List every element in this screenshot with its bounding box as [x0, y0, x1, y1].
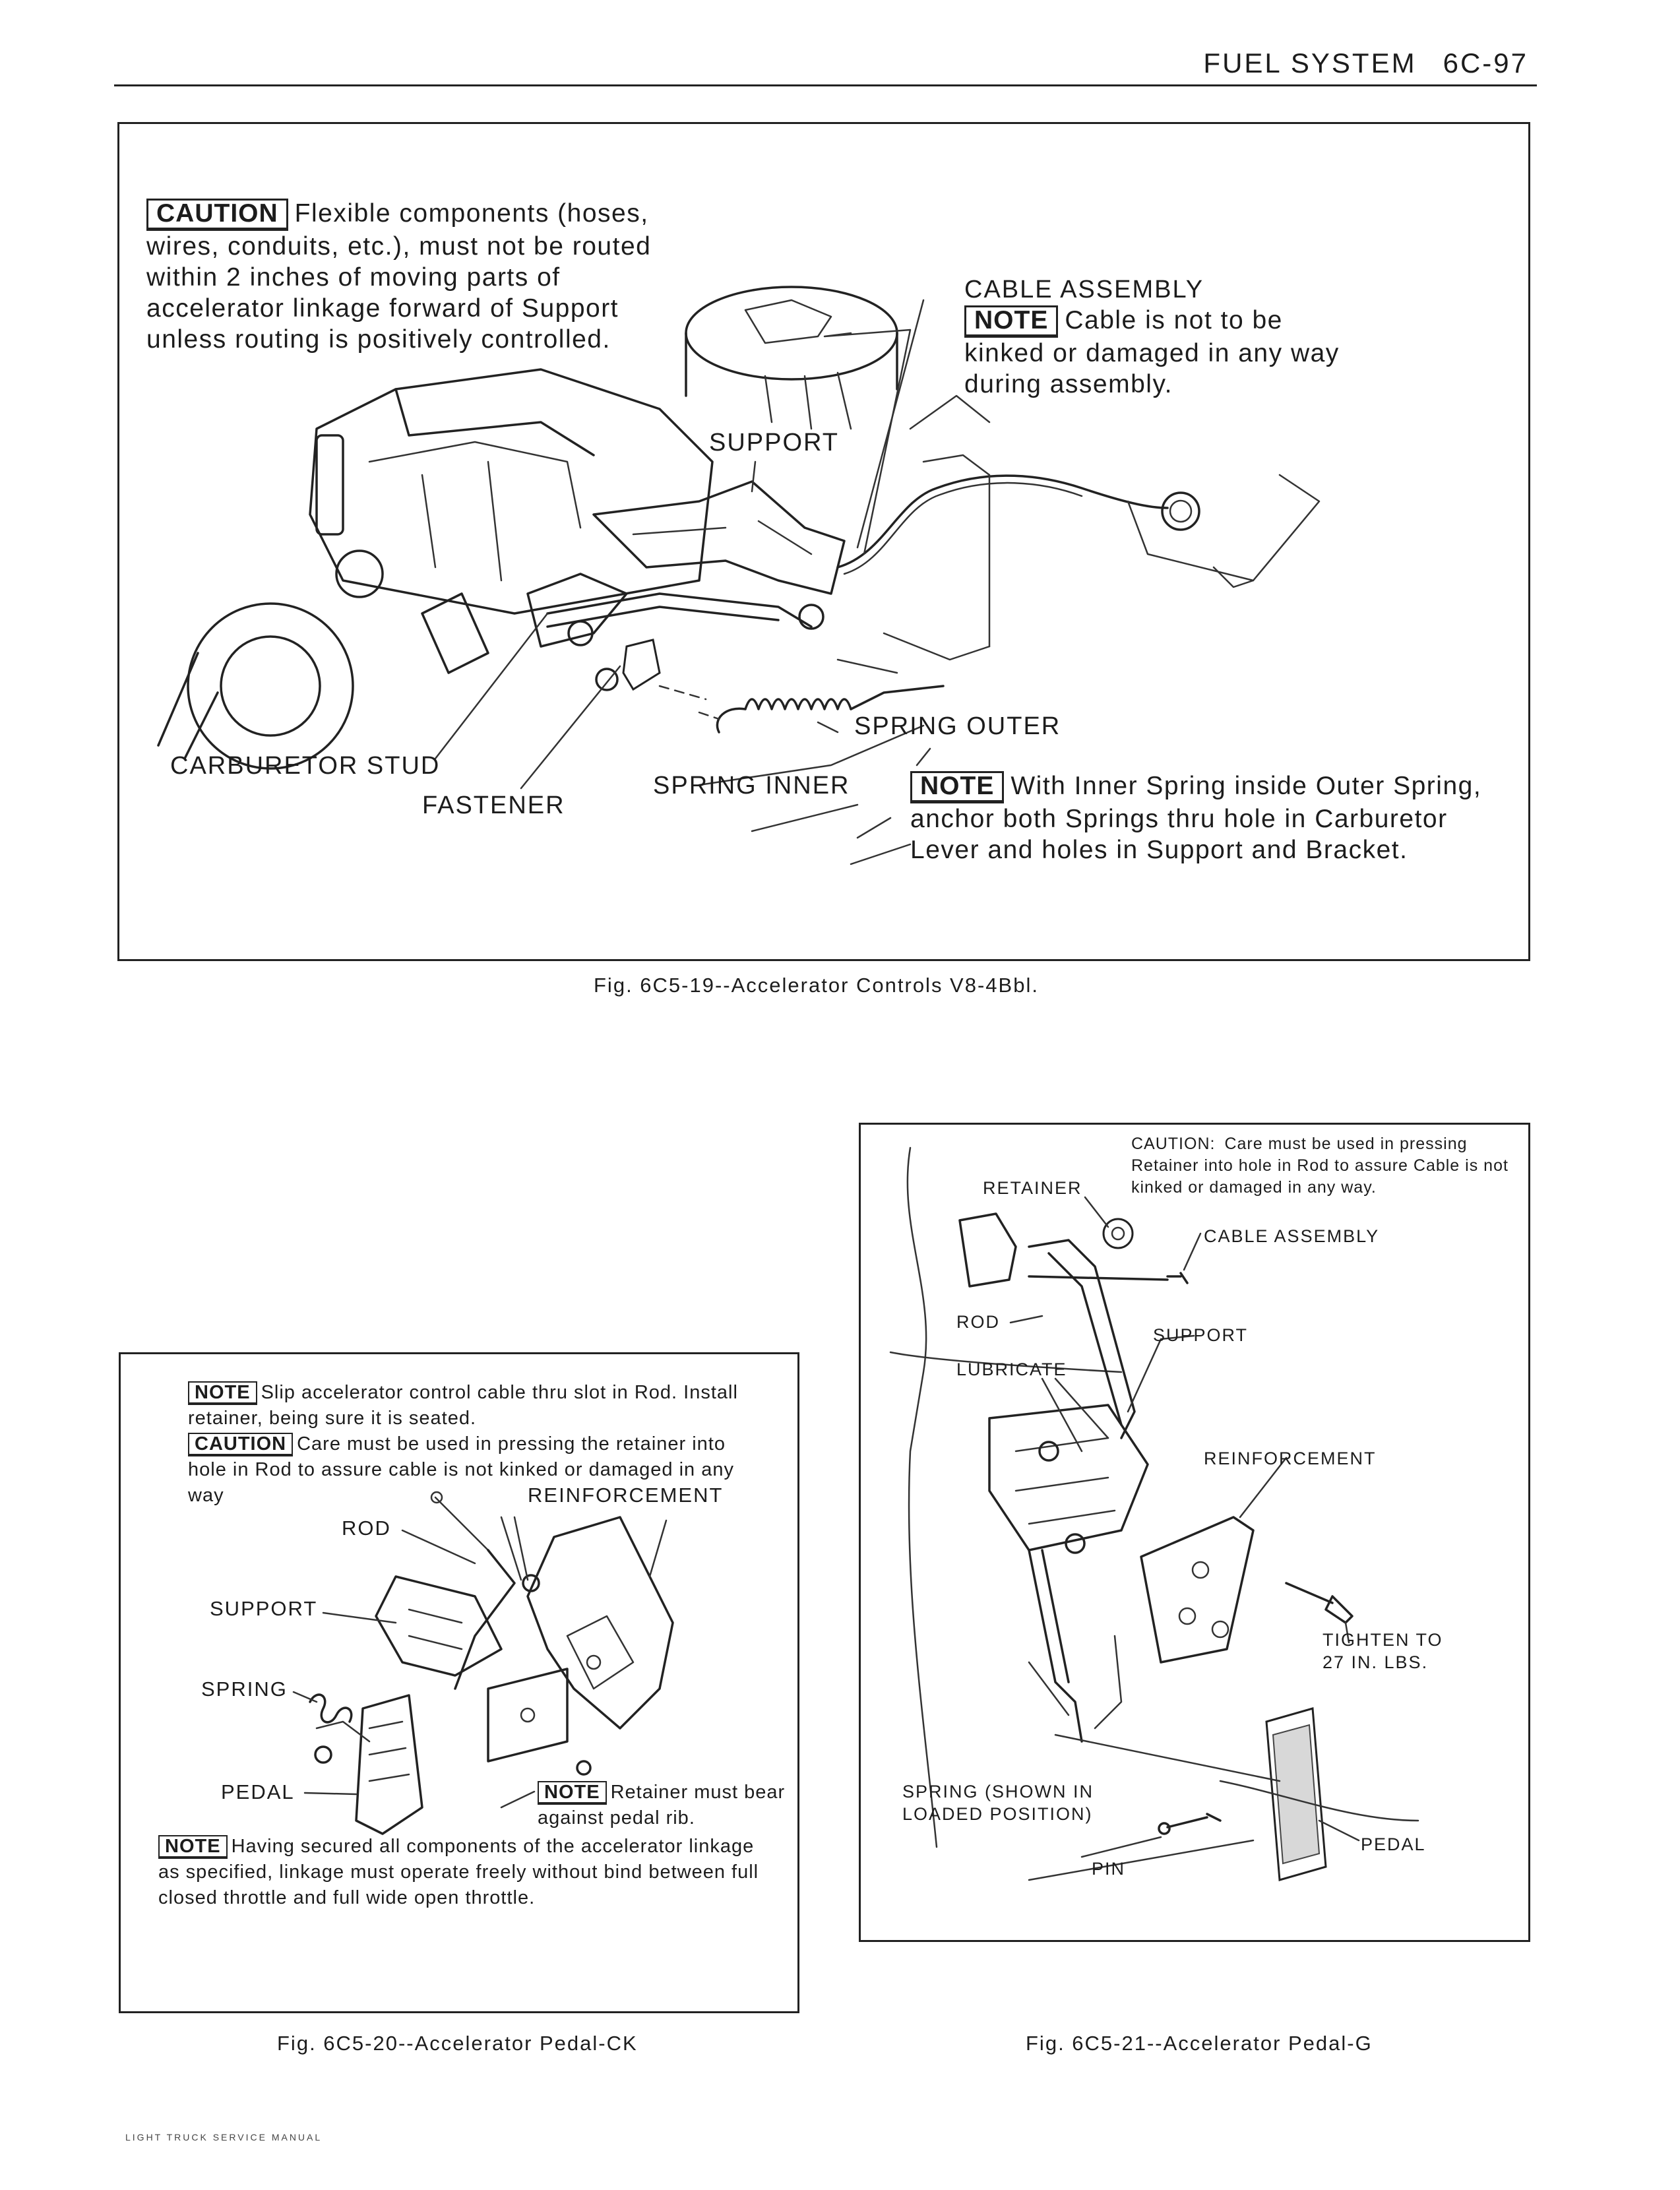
page-footer: LIGHT TRUCK SERVICE MANUAL — [125, 2132, 323, 2143]
note-badge: NOTE — [910, 771, 1005, 803]
label-retainer: RETAINER — [983, 1178, 1082, 1198]
note-badge: NOTE — [964, 305, 1059, 338]
note1-text: Slip accelerator control cable thru slot… — [188, 1382, 738, 1429]
tighten-line2: 27 IN. LBS. — [1322, 1652, 1429, 1672]
fig20-frame — [119, 1352, 799, 2013]
spring-note-text: With Inner Spring inside Outer Spring, a… — [910, 772, 1482, 864]
label-spring: SPRING (SHOWN IN LOADED POSITION) — [902, 1781, 1094, 1826]
fig21-caption: Fig. 6C5-21--Accelerator Pedal-G — [1026, 2032, 1373, 2055]
note-badge: NOTE — [158, 1835, 228, 1860]
note-badge: NOTE — [538, 1781, 607, 1805]
header-rule — [114, 84, 1537, 86]
label-tighten: TIGHTEN TO 27 IN. LBS. — [1322, 1629, 1443, 1674]
label-rod: ROD — [956, 1312, 1000, 1332]
label-support: SUPPORT — [210, 1597, 318, 1620]
fig19-caption: Fig. 6C5-19--Accelerator Controls V8-4Bb… — [594, 974, 1039, 997]
tighten-line1: TIGHTEN TO — [1322, 1630, 1443, 1650]
page-header: FUEL SYSTEM 6C-97 — [1203, 47, 1528, 79]
label-lubricate: LUBRICATE — [956, 1360, 1067, 1379]
label-reinforcement: REINFORCEMENT — [528, 1484, 724, 1507]
caution-label: CAUTION: — [1131, 1135, 1216, 1153]
label-rod: ROD — [342, 1517, 391, 1540]
label-pedal: PEDAL — [221, 1780, 295, 1803]
caution-text: Care must be used in pressing the retain… — [188, 1433, 734, 1506]
note-badge: NOTE — [188, 1381, 257, 1406]
spring-line1: SPRING (SHOWN IN — [902, 1782, 1094, 1801]
label-fastener: FASTENER — [422, 792, 565, 819]
fig21-caution: CAUTION:Care must be used in pressing Re… — [1131, 1133, 1520, 1199]
fig21-frame — [859, 1123, 1530, 1942]
label-spring-inner: SPRING INNER — [653, 772, 850, 799]
fig20-caption: Fig. 6C5-20--Accelerator Pedal-CK — [277, 2032, 638, 2055]
note3-text: Having secured all components of the acc… — [158, 1836, 759, 1908]
caution-text: Care must be used in pressing Retainer i… — [1131, 1135, 1509, 1197]
label-pin: PIN — [1092, 1859, 1126, 1879]
label-reinforcement: REINFORCEMENT — [1204, 1449, 1377, 1468]
label-pedal: PEDAL — [1361, 1834, 1426, 1854]
spring-line2: LOADED POSITION) — [902, 1803, 1093, 1824]
label-support: SUPPORT — [709, 429, 840, 456]
section-title: FUEL SYSTEM — [1203, 47, 1417, 78]
label-carburetor-stud: CARBURETOR STUD — [170, 752, 441, 780]
cable-note-text: Cable is not to be kinked or damaged in … — [964, 306, 1340, 398]
label-cable-assembly: CABLE ASSEMBLY — [1204, 1226, 1380, 1246]
label-cable-assembly: CABLE ASSEMBLY — [964, 276, 1204, 303]
caution-text: Flexible components (hoses, wires, condu… — [146, 199, 652, 354]
label-spring-outer: SPRING OUTER — [854, 712, 1061, 740]
fig19-frame — [117, 122, 1530, 961]
page-number: 6C-97 — [1443, 47, 1528, 78]
note2-text: Retainer must bear against pedal rib. — [538, 1782, 786, 1829]
caution-badge: CAUTION — [188, 1433, 294, 1457]
label-support: SUPPORT — [1153, 1325, 1249, 1345]
label-spring: SPRING — [201, 1677, 288, 1701]
caution-badge: CAUTION — [146, 199, 288, 231]
